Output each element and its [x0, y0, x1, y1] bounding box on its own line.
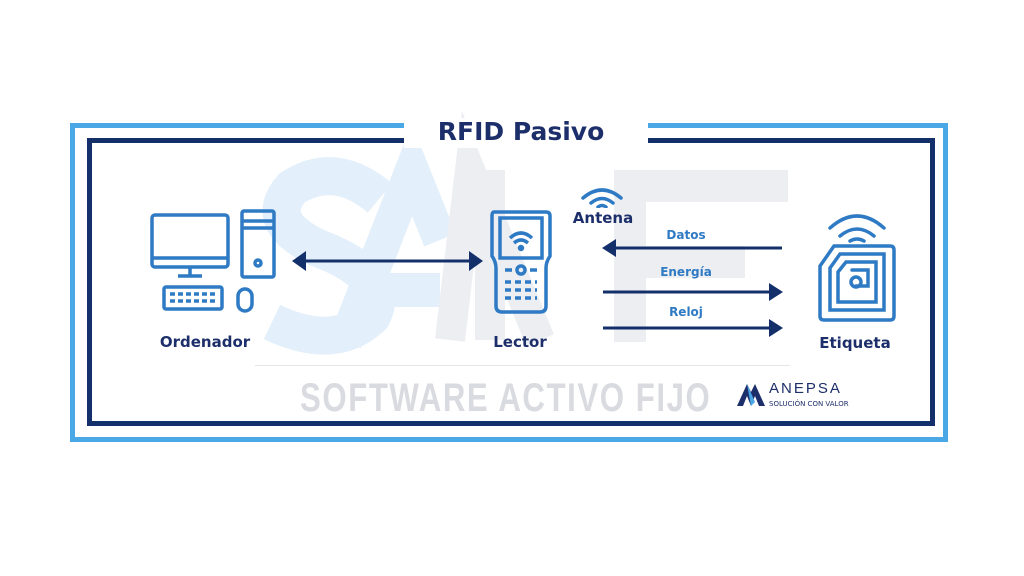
anepsa-logo: ANEPSA SOLUCIÓN CON VALOR — [735, 380, 885, 412]
watermark-rule — [255, 365, 790, 366]
reader-icon — [490, 210, 552, 314]
tag-label: Etiqueta — [819, 334, 891, 352]
energy-signal-label: Energía — [660, 265, 712, 279]
diagram-title: RFID Pasivo — [437, 117, 605, 146]
computer-label: Ordenador — [159, 333, 251, 351]
anepsa-logo-mark-icon — [737, 384, 765, 406]
data-signal-label: Datos — [666, 228, 706, 242]
reader-label: Lector — [493, 333, 547, 351]
bidirectional-arrow-icon — [292, 251, 483, 271]
antenna-label: Antena — [572, 209, 634, 227]
data-arrow-icon — [602, 239, 782, 257]
antenna-wifi-icon — [581, 188, 623, 208]
title-gap — [404, 118, 648, 148]
clock-signal-label: Reloj — [669, 305, 703, 319]
energy-arrow-icon — [603, 283, 783, 301]
computer-icon — [150, 209, 276, 313]
logo-name: ANEPSA — [769, 380, 842, 397]
watermark-subtitle: SOFTWARE ACTIVO FIJO — [300, 376, 712, 420]
watermark-letter-f — [614, 170, 788, 342]
clock-arrow-icon — [603, 319, 783, 337]
watermark-letter-a1 — [329, 123, 456, 349]
logo-tagline: SOLUCIÓN CON VALOR — [769, 400, 849, 408]
rfid-tag-icon — [818, 214, 896, 322]
